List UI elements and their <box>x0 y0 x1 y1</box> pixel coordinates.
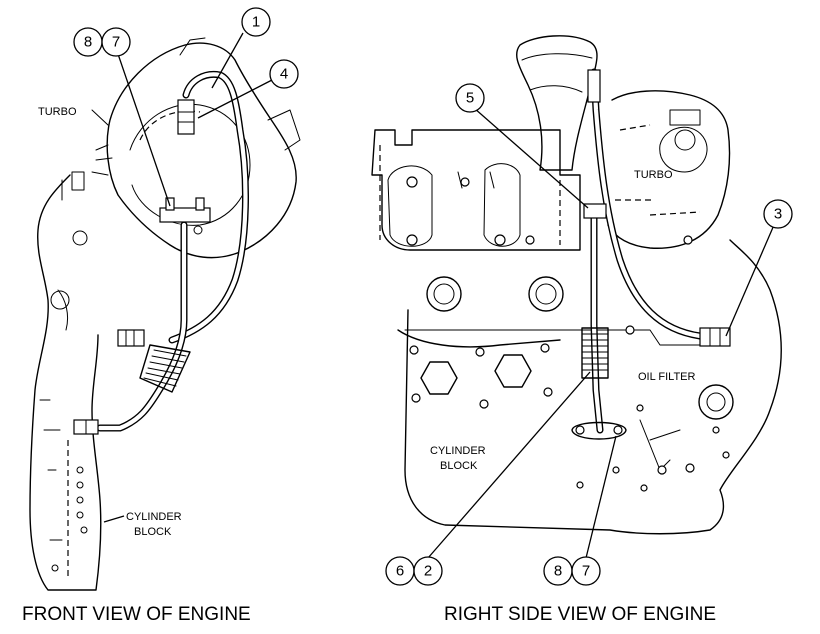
front-boss-2 <box>72 230 88 246</box>
front-block-fitting <box>117 329 145 347</box>
right-head-bore-2 <box>483 163 521 247</box>
front-turbo-outlet <box>267 109 301 151</box>
svg-text:8: 8 <box>554 563 562 580</box>
right-head-hidden <box>379 145 561 245</box>
leader-7-right <box>585 435 617 559</box>
right-drain-hose <box>581 327 609 379</box>
svg-text:7: 7 <box>582 563 590 580</box>
oil-filter-label: OIL FILTER <box>638 371 696 383</box>
right-turbo-hidden <box>615 124 701 216</box>
callout-5: 5 <box>455 83 485 113</box>
front-view-caption: FRONT VIEW OF ENGINE <box>22 604 251 625</box>
right-drain-bottom-flange <box>571 421 627 440</box>
front-cylinder-label: CYLINDER <box>126 511 182 523</box>
svg-text:1: 1 <box>252 14 260 31</box>
right-hex-2 <box>494 354 532 388</box>
right-head-marks <box>457 171 495 189</box>
front-turbo-fins <box>91 37 206 176</box>
leader-4 <box>197 79 273 119</box>
right-drain-top-flange <box>583 203 607 219</box>
right-block-deck <box>404 329 701 346</box>
right-head-bore-1 <box>387 165 433 247</box>
right-supply-bottom-fitting <box>699 327 731 347</box>
right-block-label: BLOCK <box>440 460 478 472</box>
right-cylinder-label: CYLINDER <box>430 445 486 457</box>
front-oil-drain-tube <box>96 221 188 432</box>
front-supply-fitting <box>177 99 195 135</box>
callout-8-front: 8 <box>73 27 103 57</box>
svg-text:6: 6 <box>396 563 404 580</box>
front-drain-hose <box>139 344 191 393</box>
right-turbo-top-port <box>669 109 701 126</box>
front-block-label: BLOCK <box>134 526 172 538</box>
right-block-bore-1 <box>426 276 462 312</box>
front-block-edge <box>39 179 69 541</box>
oil-filter-bracket <box>639 419 681 471</box>
right-oil-supply-tube <box>590 68 704 340</box>
right-block-gasket <box>397 329 561 348</box>
callout-8-right: 8 <box>543 556 573 586</box>
front-cyl-leader <box>103 515 125 523</box>
callout-6: 6 <box>385 556 415 586</box>
front-view: TURBO CYLINDER BLOCK 8 7 1 4 FRONT VIEW … <box>22 7 301 625</box>
svg-text:3: 3 <box>774 206 782 223</box>
oil-filter-boss <box>698 384 734 420</box>
leader-5 <box>473 107 589 209</box>
callout-2: 2 <box>413 556 443 586</box>
callout-1: 1 <box>241 7 271 37</box>
svg-text:8: 8 <box>84 34 92 51</box>
right-turbo-center <box>659 126 708 173</box>
right-elbow-lines <box>521 53 593 93</box>
front-flange-bolt-right <box>195 197 205 211</box>
callout-7-front: 7 <box>101 27 131 57</box>
callout-7-right: 7 <box>571 556 601 586</box>
right-view: TURBO OIL FILTER CYLINDER BLOCK 5 3 6 2 … <box>371 35 793 625</box>
right-elbow-pipe <box>516 35 598 171</box>
right-turbo-housing <box>607 90 731 249</box>
right-head-outline <box>371 129 581 251</box>
front-turbo-housing <box>106 42 297 259</box>
front-block-bolts <box>51 466 88 572</box>
front-drain-flange <box>159 207 211 223</box>
callout-3: 3 <box>763 199 793 229</box>
right-view-caption: RIGHT SIDE VIEW OF ENGINE <box>444 604 716 625</box>
front-turbo-leader <box>91 109 109 126</box>
right-block-bore-2 <box>528 276 564 312</box>
leader-2 <box>427 371 591 559</box>
right-hex-1 <box>420 361 458 395</box>
right-supply-top-fitting <box>587 69 601 103</box>
svg-text:5: 5 <box>466 90 474 107</box>
svg-text:2: 2 <box>424 563 432 580</box>
svg-text:4: 4 <box>280 66 288 83</box>
front-turbo-label: TURBO <box>38 106 77 118</box>
front-block-tab <box>71 171 85 191</box>
right-block-outline <box>404 239 782 535</box>
svg-text:7: 7 <box>112 34 120 51</box>
callout-4: 4 <box>269 59 299 89</box>
leader-7-front <box>117 53 171 207</box>
front-block-outline <box>29 174 102 591</box>
right-turbo-label: TURBO <box>634 169 673 181</box>
leader-1 <box>211 32 244 89</box>
front-boss-1 <box>50 290 70 310</box>
leader-3 <box>725 224 775 337</box>
